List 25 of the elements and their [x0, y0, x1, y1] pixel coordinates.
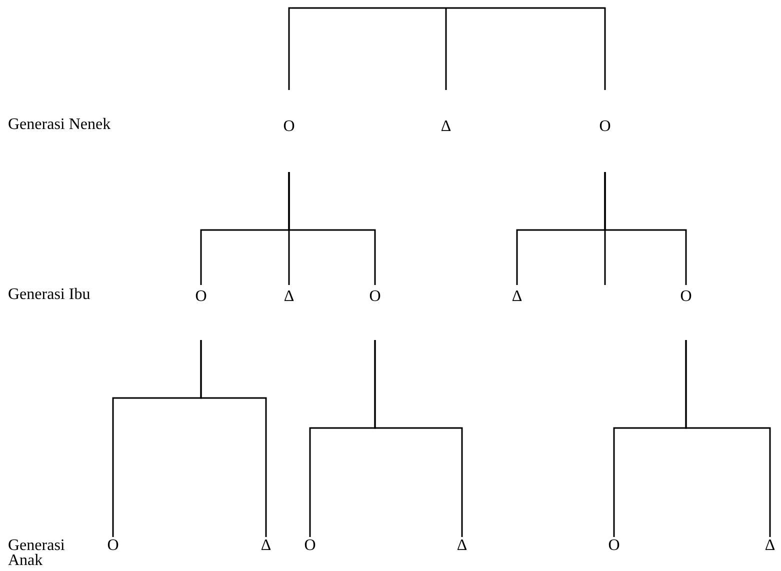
- kinship-symbol: O: [277, 118, 301, 136]
- kinship-symbol: O: [593, 118, 617, 136]
- kinship-symbol: O: [363, 288, 387, 306]
- kinship-symbol: Δ: [277, 288, 301, 306]
- connector-line: [288, 172, 376, 285]
- kinship-symbol: Δ: [254, 537, 278, 555]
- connector-line: [604, 172, 687, 285]
- kinship-symbol: O: [602, 537, 626, 555]
- connector-line: [200, 340, 267, 537]
- kinship-symbol: O: [674, 288, 698, 306]
- connector-line: [685, 340, 771, 537]
- generation-label: Generasi Anak: [8, 538, 66, 568]
- generation-label: Generasi Nenek: [8, 117, 112, 132]
- kinship-symbol: O: [101, 537, 125, 555]
- connector-line: [445, 7, 606, 90]
- connector-line: [374, 340, 463, 537]
- kinship-symbol: O: [298, 537, 322, 555]
- connector-line: [445, 7, 447, 90]
- connector-line: [288, 7, 447, 90]
- kinship-symbol: Δ: [758, 537, 781, 555]
- kinship-symbol: Δ: [505, 288, 529, 306]
- kinship-symbol: Δ: [450, 537, 474, 555]
- kinship-symbol: Δ: [434, 118, 458, 136]
- generation-label: Generasi Ibu: [8, 287, 92, 302]
- kinship-symbol: O: [189, 288, 213, 306]
